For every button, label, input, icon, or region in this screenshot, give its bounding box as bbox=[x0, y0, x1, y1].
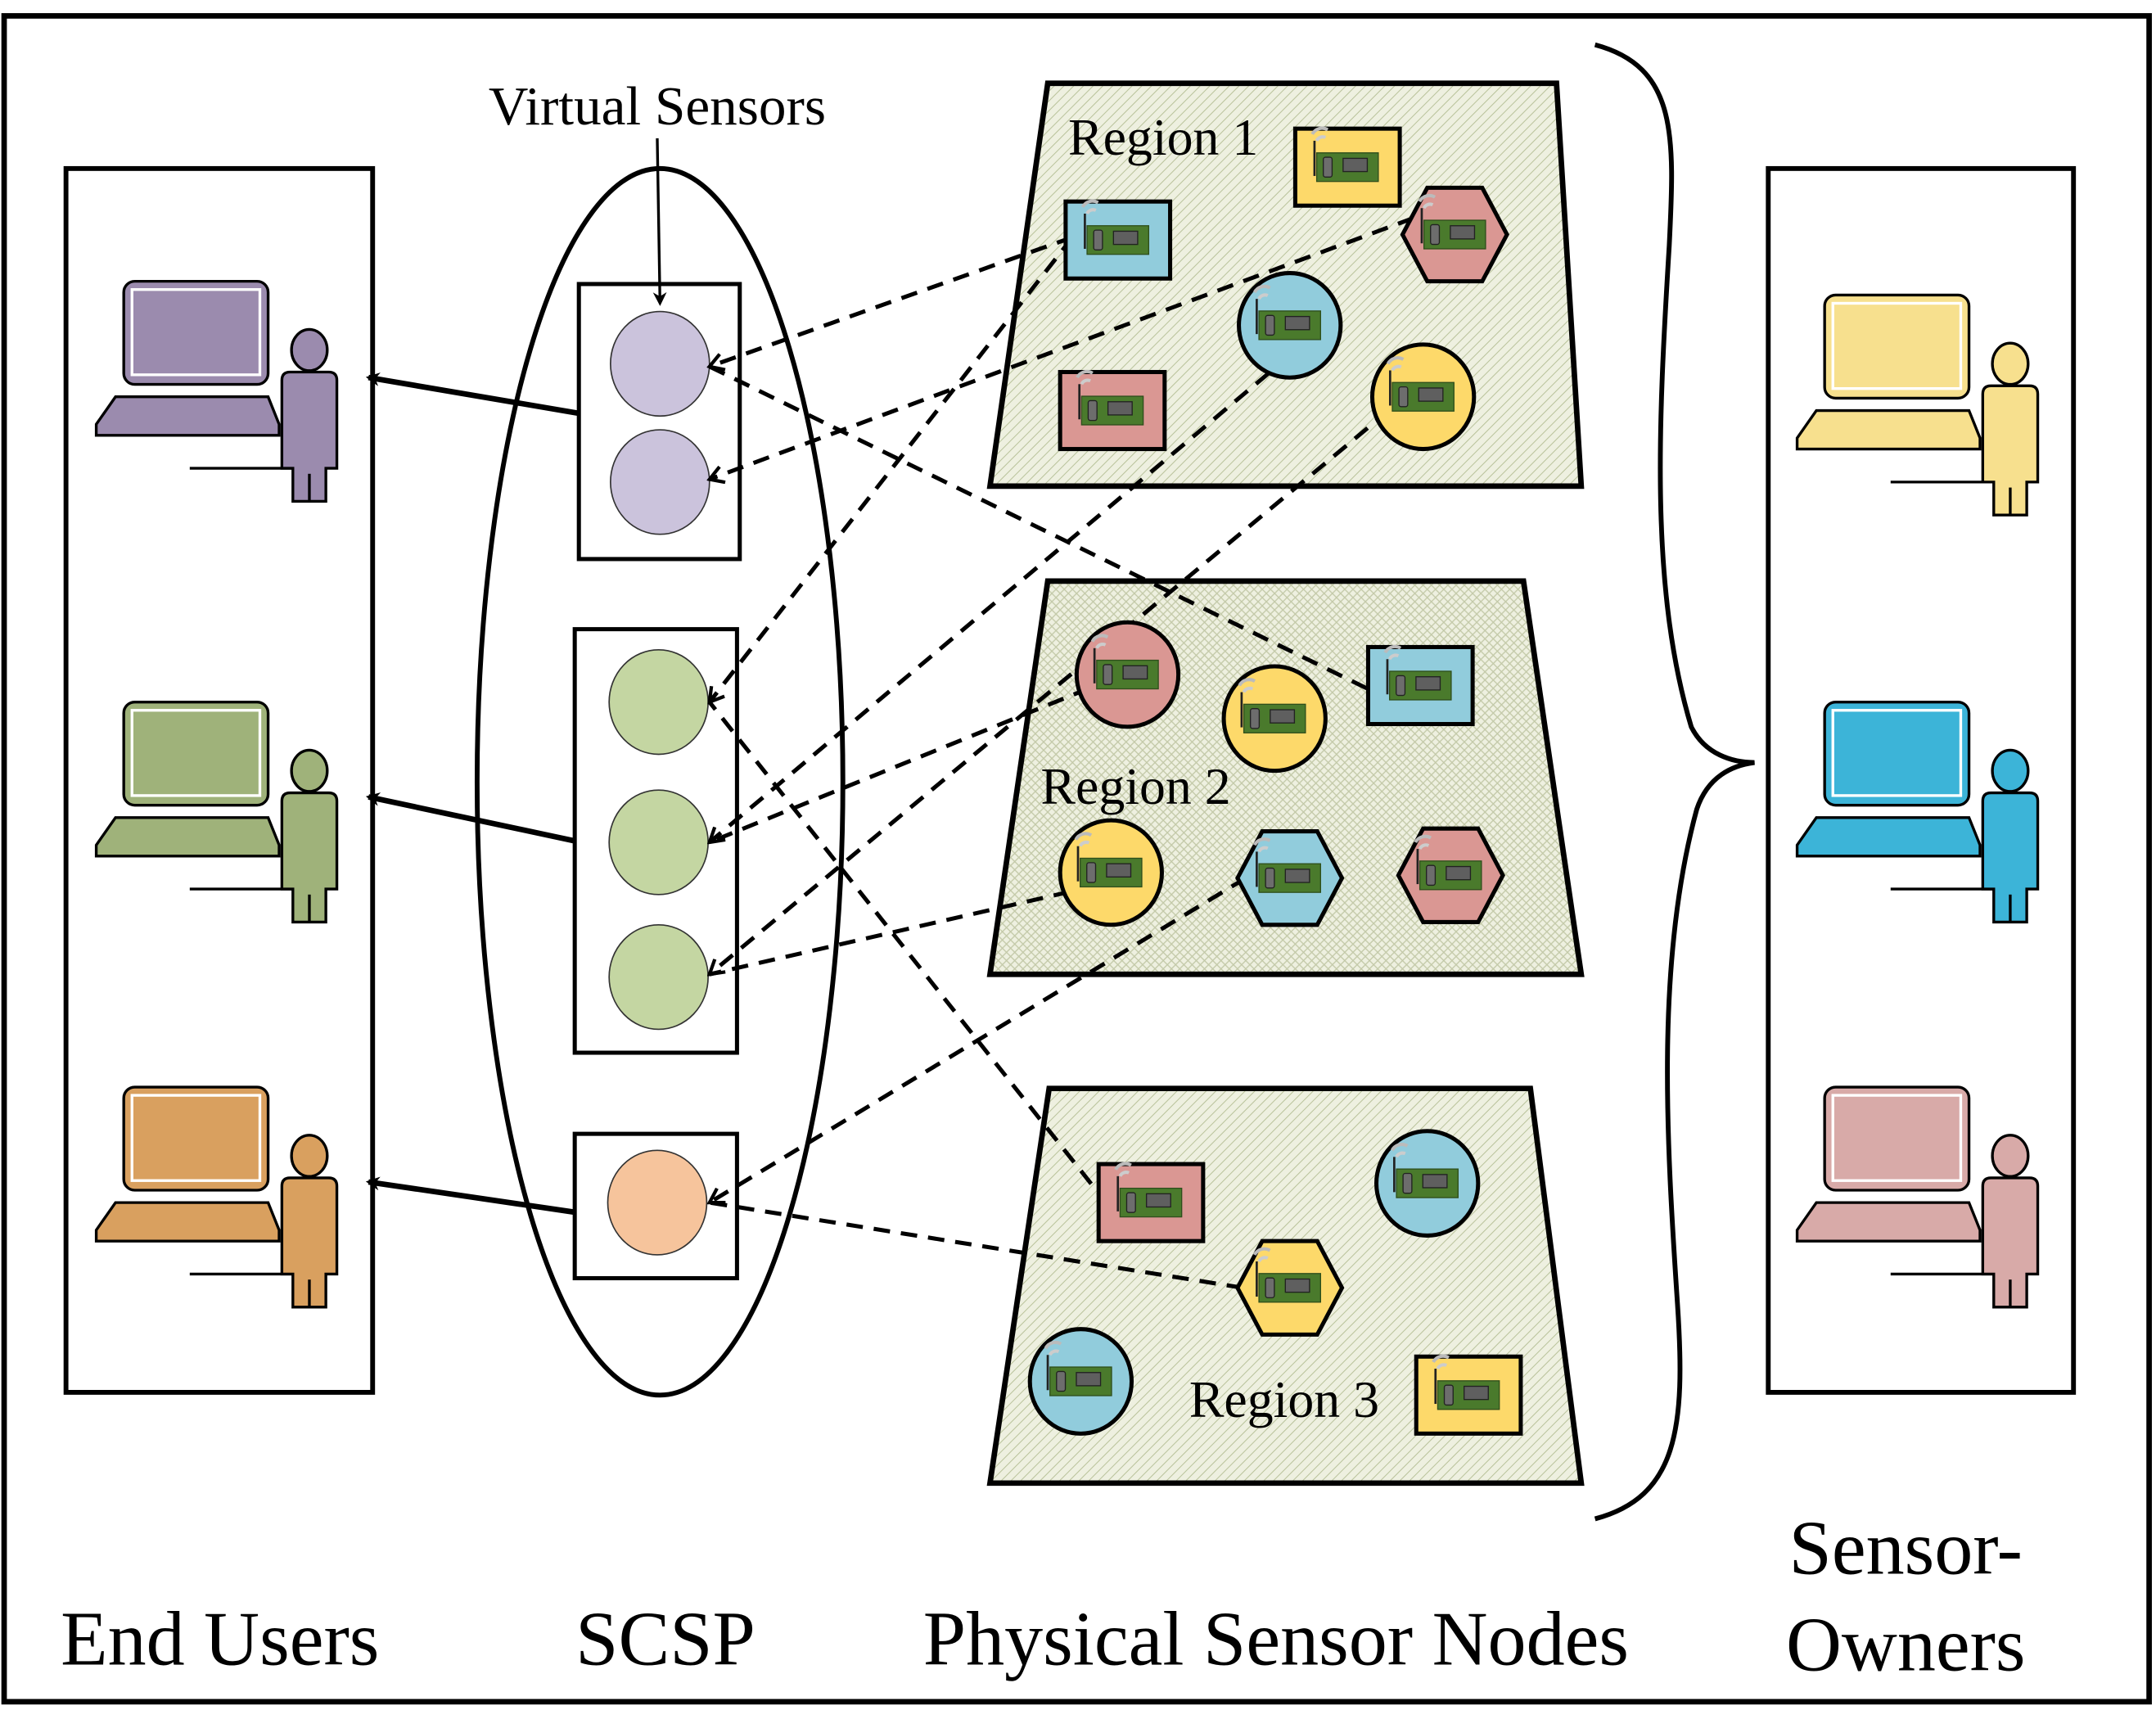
keyboard-icon bbox=[1795, 408, 1982, 451]
sensor-node-r1-blue-circle bbox=[1237, 271, 1343, 380]
sensor-nodes-group bbox=[1027, 129, 1523, 1436]
arrow-scsp-to-user-orange bbox=[365, 1176, 575, 1216]
monitor-icon bbox=[1823, 293, 1971, 400]
region-2-label: Region 2 bbox=[1040, 757, 1230, 815]
link-r1-blue-square-to-green-1 bbox=[710, 236, 1075, 702]
sensor-node-r1-blue-square bbox=[1063, 201, 1173, 281]
person-body-icon bbox=[1981, 384, 2040, 517]
sensor-node-r2-red-hexagon bbox=[1396, 826, 1505, 924]
virtual-sensor-green bbox=[608, 648, 709, 756]
sensor-node-r1-yellow-circle bbox=[1369, 342, 1477, 452]
keyboard-icon bbox=[94, 1201, 281, 1243]
virtual-sensors-label: Virtual Sensors bbox=[489, 75, 826, 137]
outer-frame bbox=[1, 13, 2152, 1705]
keyboard-icon bbox=[94, 395, 281, 437]
person-body-icon bbox=[280, 370, 339, 503]
sensor-node-r3-blue-circle bbox=[1374, 1129, 1481, 1238]
person-body-icon bbox=[280, 1176, 339, 1309]
sensor-node-r3-yellow-hexagon bbox=[1235, 1238, 1345, 1337]
sensor-node-r2-blue-hexagon bbox=[1235, 829, 1345, 927]
scsp-ellipse bbox=[474, 165, 846, 1398]
arrow-scsp-to-user-purple bbox=[365, 372, 580, 417]
virtual-sensor-orange bbox=[607, 1149, 708, 1256]
keyboard-icon bbox=[94, 816, 281, 858]
link-r2-yellow-circle-to-green-3 bbox=[709, 890, 1071, 977]
end-user-2 bbox=[94, 700, 339, 924]
person-body-icon bbox=[280, 791, 339, 924]
virtual-sensor-green bbox=[608, 789, 709, 896]
person-head-icon bbox=[1991, 748, 2030, 793]
link-r1-blue-circle-to-green-2 bbox=[710, 354, 1292, 842]
monitor-icon bbox=[1823, 1085, 1971, 1192]
end-users-label: End Users bbox=[61, 1597, 379, 1682]
link-r2-blue-square-to-purple-1 bbox=[708, 364, 1368, 691]
link-r3-yellow-hex-to-orange bbox=[709, 1200, 1243, 1290]
sensor-node-r3-blue-circle bbox=[1027, 1327, 1134, 1436]
person-head-icon bbox=[290, 1134, 329, 1178]
person-head-icon bbox=[1991, 341, 2030, 386]
keyboard-icon bbox=[1795, 816, 1982, 858]
person-head-icon bbox=[290, 327, 329, 372]
sensor-owner-2 bbox=[1795, 700, 2040, 924]
sensor-node-r1-red-square bbox=[1058, 372, 1167, 452]
sensor-owner-3 bbox=[1795, 1085, 2040, 1309]
virtual-sensors-group bbox=[607, 310, 710, 1256]
link-r1-blue-square-to-purple-1 bbox=[710, 235, 1074, 367]
monitor-icon bbox=[1823, 700, 1971, 807]
arrow-scsp-to-user-green bbox=[365, 792, 575, 844]
physical-sensor-nodes-label: Physical Sensor Nodes bbox=[923, 1597, 1629, 1682]
region-1-label: Region 1 bbox=[1068, 108, 1258, 166]
end-user-3 bbox=[94, 1085, 339, 1309]
person-body-icon bbox=[1981, 1176, 2040, 1309]
person-head-icon bbox=[1991, 1134, 2030, 1178]
dashed-links bbox=[708, 215, 1414, 1290]
monitor-icon bbox=[122, 1085, 270, 1192]
monitor-icon bbox=[122, 700, 270, 807]
virtual-sensor-purple bbox=[610, 429, 710, 535]
sensor-node-r1-yellow-square bbox=[1292, 129, 1402, 208]
sensor-owners-group bbox=[1795, 293, 2040, 1309]
sensor-node-r2-red-circle bbox=[1074, 620, 1181, 729]
keyboard-icon bbox=[1795, 1201, 1982, 1243]
person-head-icon bbox=[290, 748, 329, 793]
sensor-node-r3-yellow-square bbox=[1414, 1356, 1523, 1436]
sensor-node-r3-red-square bbox=[1096, 1164, 1206, 1243]
sensor-owners-label-line1: Sensor- bbox=[1789, 1506, 2023, 1591]
link-r1-yellow-circle-to-green-3 bbox=[710, 408, 1391, 975]
virtual-sensors-pointer bbox=[652, 138, 667, 306]
link-r1-red-hex-to-purple-2 bbox=[710, 215, 1414, 479]
sensor-node-r2-yellow-circle bbox=[1058, 818, 1164, 927]
monitor-icon bbox=[122, 279, 270, 386]
sensor-node-r1-red-hexagon bbox=[1400, 185, 1509, 284]
virtual-sensor-green bbox=[608, 923, 709, 1031]
person-body-icon bbox=[1981, 791, 2040, 924]
virtual-sensor-purple bbox=[610, 310, 710, 417]
region-3-label: Region 3 bbox=[1189, 1370, 1379, 1428]
curly-brace bbox=[1594, 42, 1755, 1522]
scsp-label: SCSP bbox=[575, 1597, 756, 1682]
end-user-1 bbox=[94, 279, 339, 503]
sensor-node-r2-yellow-circle bbox=[1221, 664, 1328, 774]
sensor-owners-label-line2: Owners bbox=[1786, 1602, 2026, 1687]
sensor-owner-1 bbox=[1795, 293, 2040, 517]
sensor-node-r2-blue-square bbox=[1365, 647, 1475, 727]
link-r2-blue-hex-to-orange bbox=[710, 876, 1247, 1205]
end-users-group bbox=[94, 279, 339, 1309]
